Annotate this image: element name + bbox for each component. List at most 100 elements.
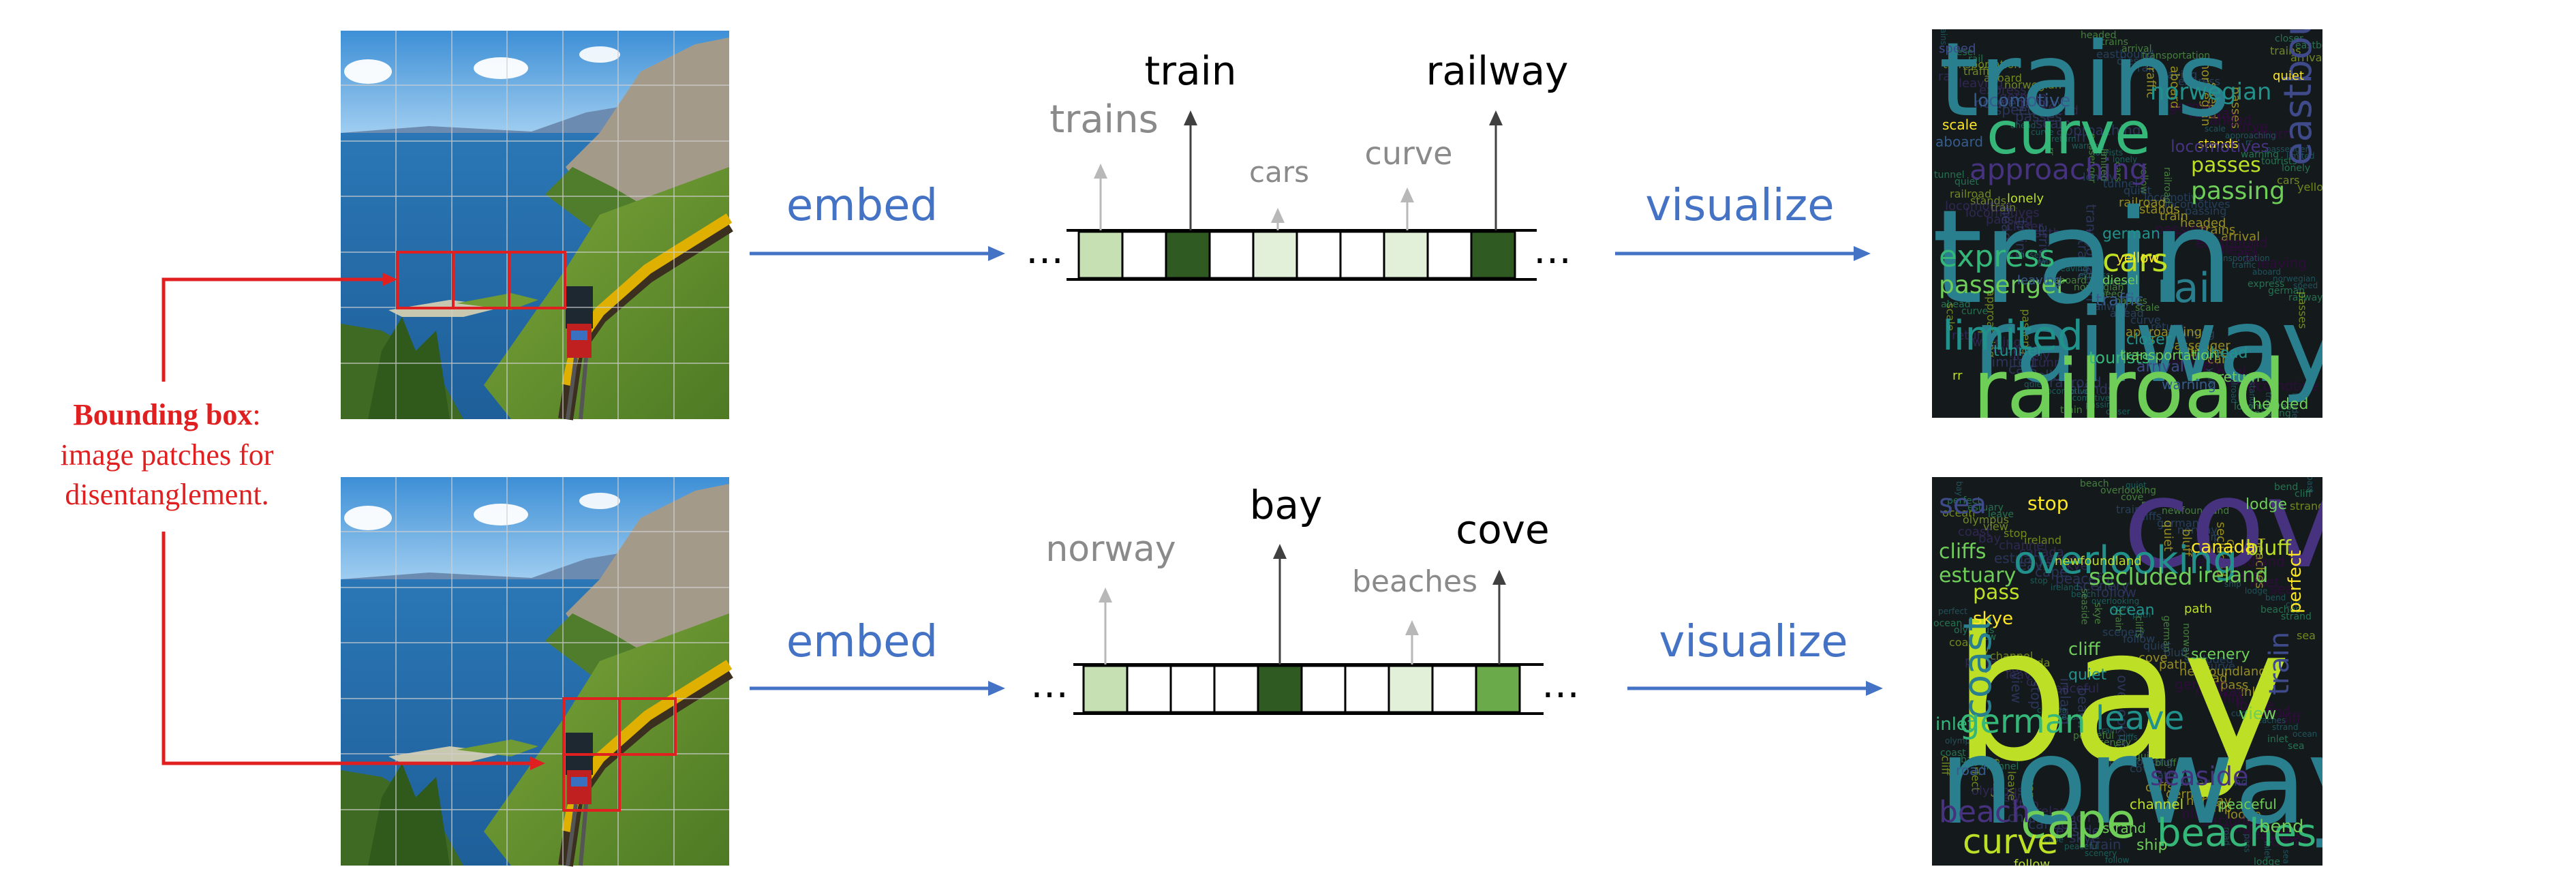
concept-arrowhead: [1489, 110, 1503, 125]
wordcloud-filler-word: strand: [2272, 722, 2299, 732]
wordcloud-filler-word: estuary: [1985, 661, 2032, 675]
wordcloud-filler-word: railway: [2089, 300, 2129, 313]
wordcloud-filler-word: warning: [1972, 335, 2022, 350]
wordcloud-filler-word: newfoundland: [2162, 506, 2230, 517]
wordcloud-filler-word: railway: [2020, 97, 2064, 111]
embedding-cell: [1213, 664, 1259, 714]
wordcloud-word: aboard: [1935, 134, 1984, 150]
wordcloud-filler-word: warning: [2171, 327, 2215, 340]
wordcloud-word: railway: [1973, 287, 2322, 406]
wordcloud-word: express: [1939, 239, 2055, 274]
wordcloud-filler-word: approaching: [2056, 122, 2141, 138]
wordcloud-word: rr: [1952, 369, 1963, 383]
wordcloud-word: norway: [1939, 713, 2322, 851]
ellipsis-right-bottom: …: [1542, 662, 1580, 707]
wordcloud-filler-word: express: [2079, 271, 2111, 280]
wordcloud-filler-word: rail: [2038, 257, 2051, 266]
wordcloud-word: secluded: [2089, 564, 2193, 591]
wordcloud-filler-word: warning: [2241, 149, 2280, 160]
wordcloud-filler-word: ocean: [1942, 506, 1976, 519]
wordcloud-filler-word: view: [1983, 520, 2008, 533]
wordcloud-filler-word: express: [2178, 75, 2220, 88]
wordcloud-filler-word: express: [2248, 279, 2285, 290]
wordcloud-filler-word: curve: [2031, 127, 2054, 137]
wordcloud-word: leaving: [2017, 273, 2062, 288]
wordcloud-word: overlooking: [2014, 538, 2237, 583]
embedding-cell: [1339, 230, 1385, 279]
wordcloud-filler-word: bay: [1978, 532, 2002, 546]
wordcloud-filler-word: cove: [2130, 762, 2156, 775]
wordcloud-filler-word: return: [1952, 329, 1990, 343]
wordcloud-word: sea: [1939, 489, 1987, 520]
wordcloud-filler-word: bend: [2274, 482, 2299, 493]
wordcloud-filler-word: aboard: [1984, 72, 2023, 85]
wordcloud-word: german: [2102, 226, 2161, 243]
concept-label: cars: [1249, 155, 1309, 189]
wordcloud-word: beaches: [2157, 811, 2317, 855]
wordcloud-word: passing: [2191, 177, 2286, 205]
wordcloud-filler-word: arrival: [2221, 230, 2260, 244]
wordcloud-word: tourists: [2089, 348, 2151, 367]
annotation-line2: image patches for: [60, 438, 274, 472]
wordcloud-filler-word: scenery: [2085, 849, 2117, 858]
wordcloud-filler-word: yellow: [2297, 181, 2322, 194]
wordcloud-filler-word: ship: [2207, 801, 2233, 815]
wordcloud-word: seaside: [2150, 761, 2249, 791]
wordcloud-filler-word: ship: [2215, 690, 2244, 706]
wordcloud-filler-word: passes: [2015, 108, 2062, 125]
wordcloud-filler-word: rr: [2076, 129, 2088, 145]
wordcloud-word: canada: [2191, 537, 2256, 557]
wordcloud-filler-word: transportation: [1943, 58, 2021, 71]
wordcloud-filler-word: trains: [2101, 37, 2128, 48]
wordcloud-filler-word: cars: [2277, 174, 2300, 187]
wordcloud-word: follow: [2014, 857, 2051, 866]
wordcloud-filler-word: leaving: [2158, 68, 2198, 81]
wordcloud-filler-word: express: [1979, 83, 2027, 97]
wordcloud-word: cove: [2123, 477, 2322, 596]
wordcloud-filler-word: locomotives: [2065, 393, 2115, 403]
wordcloud-filler-word: yellow: [2029, 367, 2072, 384]
wordcloud-word: return: [2218, 369, 2260, 385]
wordcloud-filler-word: passing: [1986, 213, 2034, 227]
wordcloud-filler-word: channel: [2008, 809, 2062, 825]
annotation-suffix: :: [252, 398, 261, 431]
concept-arrowhead: [1099, 587, 1112, 602]
wordcloud-filler-word: ireland: [2024, 534, 2062, 547]
wordcloud-word: tunnel: [1993, 343, 2042, 360]
wordcloud-filler-word: diesel: [2216, 241, 2256, 258]
wordcloud-filler-word: stop: [2030, 576, 2048, 585]
wordcloud-word: norwegian: [2150, 78, 2272, 106]
wordcloud-filler-word: locomotive: [1945, 199, 2013, 213]
wordcloud-filler-word: ahead: [1941, 299, 1971, 310]
wordcloud-filler-word: cape: [2026, 675, 2056, 689]
wordcloud-word: rail: [2157, 264, 2222, 312]
wordcloud-filler-word: leave: [2006, 668, 2039, 682]
wordcloud-filler-word: norwegian: [2273, 274, 2316, 284]
wordcloud-filler-word: leaving: [2257, 255, 2307, 271]
wordcloud-word: yellow: [2116, 249, 2160, 266]
wordcloud-filler-word: follow: [2114, 744, 2143, 755]
wordcloud-filler-word: passes: [2115, 296, 2147, 307]
wordcloud-filler-word: lodge: [2236, 697, 2274, 713]
wordcloud-filler-word: ireland: [2051, 583, 2079, 592]
wordcloud-filler-word: rail: [2237, 248, 2258, 264]
wordcloud-word: lodge: [2245, 496, 2288, 513]
wordcloud-filler-word: cliffs: [2145, 780, 2174, 795]
annotation-title: Bounding box: [73, 398, 253, 431]
wordcloud-filler-word: limited: [2187, 346, 2230, 360]
wordcloud-filler-word: olympus: [1954, 625, 1995, 636]
wordcloud-filler-word: quiet: [1954, 177, 1979, 187]
wordcloud-filler-word: road: [2200, 671, 2228, 686]
wordcloud-filler-word: passing: [2254, 408, 2291, 418]
wordcloud-filler-word: perfect: [1947, 495, 1981, 506]
wordcloud-word: newfoundland: [2055, 554, 2142, 568]
wordcloud-filler-word: tourists: [2092, 148, 2123, 157]
embed-label-bottom: embed: [786, 617, 938, 667]
wordcloud-word: channel: [2130, 796, 2184, 812]
wordcloud-filler-word: train: [2116, 503, 2142, 516]
wordcloud-filler-word: traffic: [1963, 65, 1995, 78]
wordcloud-word: transportation: [2120, 347, 2218, 363]
wordcloud-word: estuary: [1939, 564, 2017, 587]
wordcloud-filler-word: warning: [2072, 141, 2105, 151]
wordcloud-filler-word: ahead: [2010, 121, 2036, 130]
